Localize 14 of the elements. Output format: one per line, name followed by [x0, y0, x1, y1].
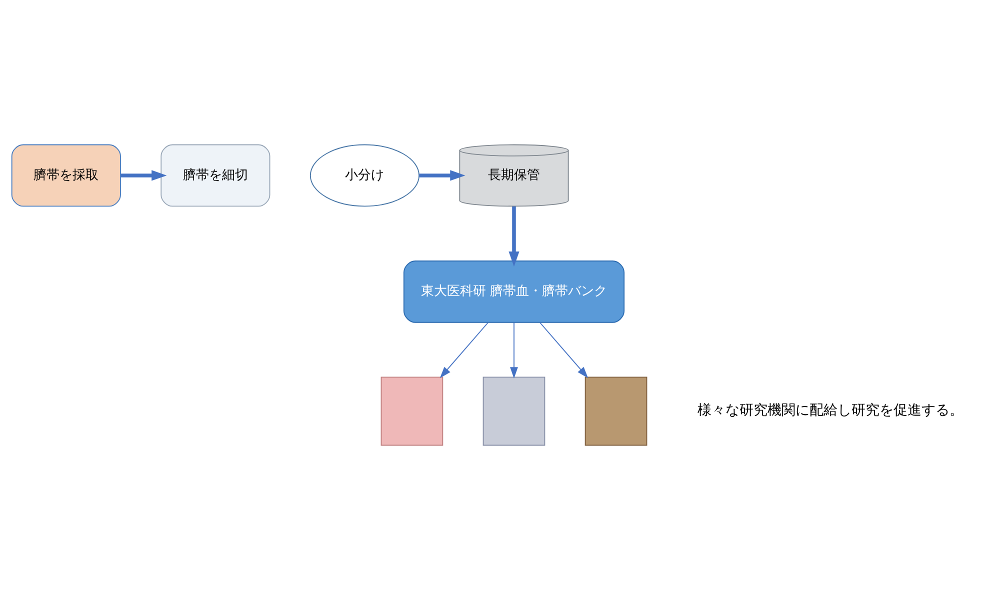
- node-box: 臍帯を採取: [11, 144, 121, 206]
- arrow: [120, 170, 167, 180]
- arrow: [419, 170, 466, 180]
- label: 様々な研究機関に配給し研究を促進する。: [697, 402, 964, 418]
- node-box: 臍帯を細切: [160, 144, 270, 206]
- node-box: [482, 376, 546, 446]
- node-box: [380, 376, 444, 446]
- node-box: [584, 376, 648, 446]
- node-ellipse: 小分け: [310, 144, 420, 206]
- arrow: [510, 322, 518, 378]
- node-box: 東大医科研 臍帯血・臍帯バンク: [403, 260, 625, 322]
- arrow: [540, 322, 588, 378]
- arrow: [440, 322, 488, 378]
- arrow: [508, 206, 520, 266]
